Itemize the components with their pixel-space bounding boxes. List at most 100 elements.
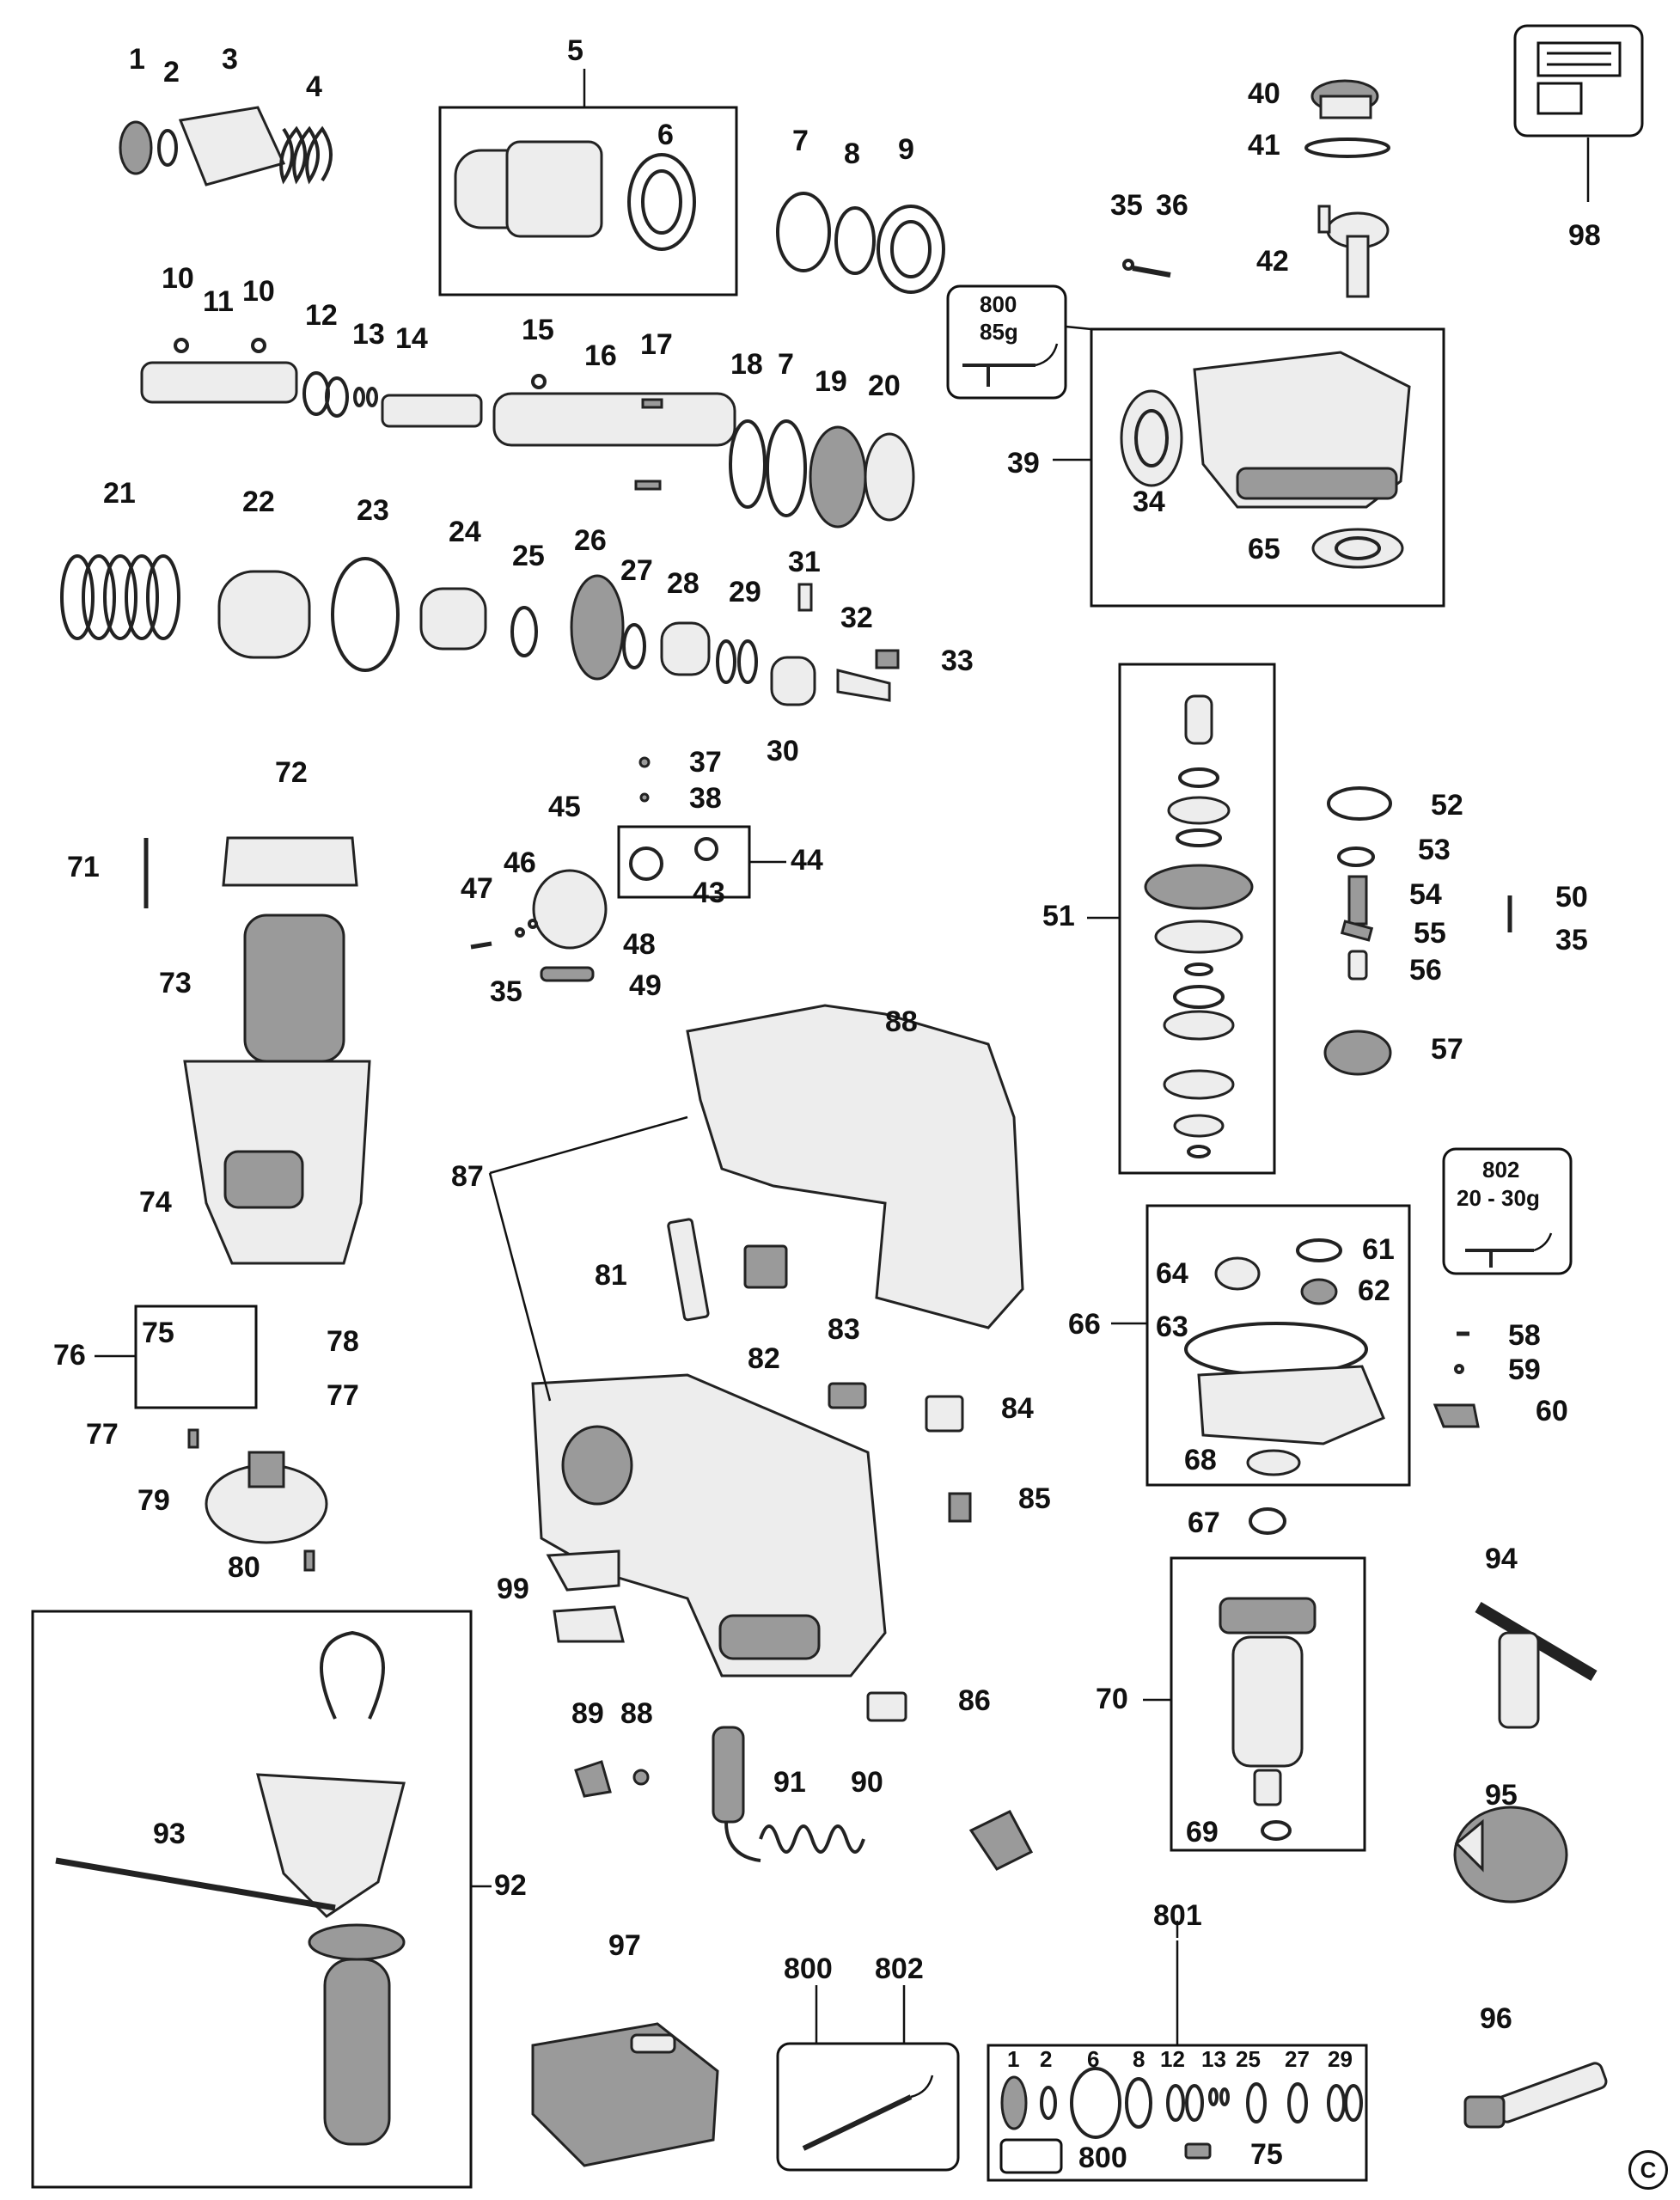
label-37: 37 <box>689 746 722 779</box>
label-88-b: 88 <box>620 1697 653 1730</box>
label-73: 73 <box>159 967 192 999</box>
label-69: 69 <box>1186 1816 1219 1849</box>
part-brush-holder-79 <box>187 1428 328 1572</box>
label-30: 30 <box>767 735 799 767</box>
label-98: 98 <box>1568 219 1601 252</box>
part-screw-35-36 <box>1122 259 1171 278</box>
label-90: 90 <box>851 1766 883 1799</box>
part-keys-chucks <box>1453 1601 1608 2129</box>
part-rings-7-9 <box>776 192 945 294</box>
leader-lines <box>95 69 1179 1938</box>
label-35-b: 35 <box>490 975 522 1008</box>
label-87: 87 <box>451 1160 484 1193</box>
label-56: 56 <box>1409 954 1442 987</box>
frame-part-800-802 <box>776 2042 960 2172</box>
label-96: 96 <box>1480 2002 1512 2035</box>
label-19: 19 <box>815 365 847 398</box>
label-38: 38 <box>689 782 722 815</box>
leader-87 <box>489 1115 688 1175</box>
label-35-a: 35 <box>1110 189 1143 222</box>
label-83: 83 <box>828 1313 860 1346</box>
frame-part-5 <box>438 106 738 296</box>
label-10-a: 10 <box>162 262 194 295</box>
label-14: 14 <box>395 322 428 355</box>
label-27: 27 <box>620 554 653 587</box>
label-62: 62 <box>1358 1274 1390 1307</box>
label-60: 60 <box>1536 1395 1568 1427</box>
label-61: 61 <box>1362 1233 1395 1266</box>
part-case <box>531 2022 719 2167</box>
label-74: 74 <box>139 1186 172 1219</box>
kit-label-8: 8 <box>1133 2046 1145 2072</box>
label-53: 53 <box>1418 834 1451 866</box>
label-7: 7 <box>792 125 809 157</box>
label-802: 802 <box>875 1952 924 1985</box>
label-94: 94 <box>1485 1543 1518 1575</box>
label-46: 46 <box>504 846 536 879</box>
label-72: 72 <box>275 756 308 789</box>
label-79: 79 <box>137 1484 170 1517</box>
label-6: 6 <box>657 119 674 151</box>
frame-part-44 <box>617 825 751 899</box>
label-20: 20 <box>868 370 901 402</box>
label-4: 4 <box>306 70 322 103</box>
label-3: 3 <box>222 43 238 76</box>
label-18: 18 <box>730 348 763 381</box>
label-16: 16 <box>584 339 617 372</box>
part-shaft-assembly <box>140 338 915 529</box>
label-10-b: 10 <box>242 275 275 308</box>
part-cable <box>574 1726 1034 1871</box>
label-88-a: 88 <box>885 1005 918 1038</box>
kit-label-75: 75 <box>1250 2138 1283 2171</box>
part-gear-stack-51 <box>1144 694 1254 1158</box>
label-24: 24 <box>449 516 481 548</box>
label-48: 48 <box>623 928 656 961</box>
label-81: 81 <box>595 1259 627 1292</box>
part-number-labels: 1 2 3 4 5 6 7 8 9 98 40 41 35 36 42 10 1… <box>53 34 1601 2174</box>
label-40: 40 <box>1248 77 1280 110</box>
label-44: 44 <box>791 844 823 877</box>
label-80: 80 <box>228 1551 260 1584</box>
label-45: 45 <box>548 791 581 823</box>
frame-part-70 <box>1170 1556 1366 1852</box>
label-86: 86 <box>958 1684 991 1717</box>
part-selector-45-49 <box>470 756 718 982</box>
label-800: 800 <box>784 1952 833 1985</box>
label-21: 21 <box>103 477 136 510</box>
part-main-housing-87 <box>531 1004 1024 1722</box>
label-78: 78 <box>327 1325 359 1358</box>
label-58: 58 <box>1508 1319 1541 1352</box>
label-15: 15 <box>522 314 554 346</box>
label-99: 99 <box>497 1573 529 1605</box>
label-29: 29 <box>729 576 761 608</box>
kit-label-800: 800 <box>1078 2142 1127 2174</box>
label-68: 68 <box>1184 1444 1217 1476</box>
label-64: 64 <box>1156 1257 1188 1290</box>
label-52: 52 <box>1431 789 1463 822</box>
label-41: 41 <box>1248 129 1280 162</box>
label-34: 34 <box>1133 486 1165 518</box>
label-22: 22 <box>242 486 275 518</box>
part-gearbox-cover <box>1184 1238 1385 1476</box>
label-92: 92 <box>494 1869 527 1902</box>
copyright-mark: C <box>1628 2150 1668 2190</box>
label-25: 25 <box>512 540 545 572</box>
frame-part-92 <box>31 1610 473 2189</box>
callout-800-frame <box>946 284 1067 400</box>
label-9: 9 <box>898 133 914 166</box>
kit-label-29: 29 <box>1328 2046 1353 2072</box>
label-33: 33 <box>941 645 974 677</box>
kit-label-12: 12 <box>1160 2046 1185 2072</box>
label-93: 93 <box>153 1818 186 1850</box>
label-50: 50 <box>1555 881 1588 914</box>
label-7-b: 7 <box>778 348 794 381</box>
label-75-a: 75 <box>142 1317 174 1349</box>
grease-gun-icon-2 <box>1465 1232 1553 1268</box>
label-42: 42 <box>1256 245 1289 278</box>
callout-800-code: 800 <box>980 291 1017 317</box>
part-small-52-57 <box>1323 786 1512 1076</box>
label-54: 54 <box>1409 878 1442 911</box>
kit-801-parts <box>999 2067 1363 2174</box>
label-11: 11 <box>203 285 234 318</box>
